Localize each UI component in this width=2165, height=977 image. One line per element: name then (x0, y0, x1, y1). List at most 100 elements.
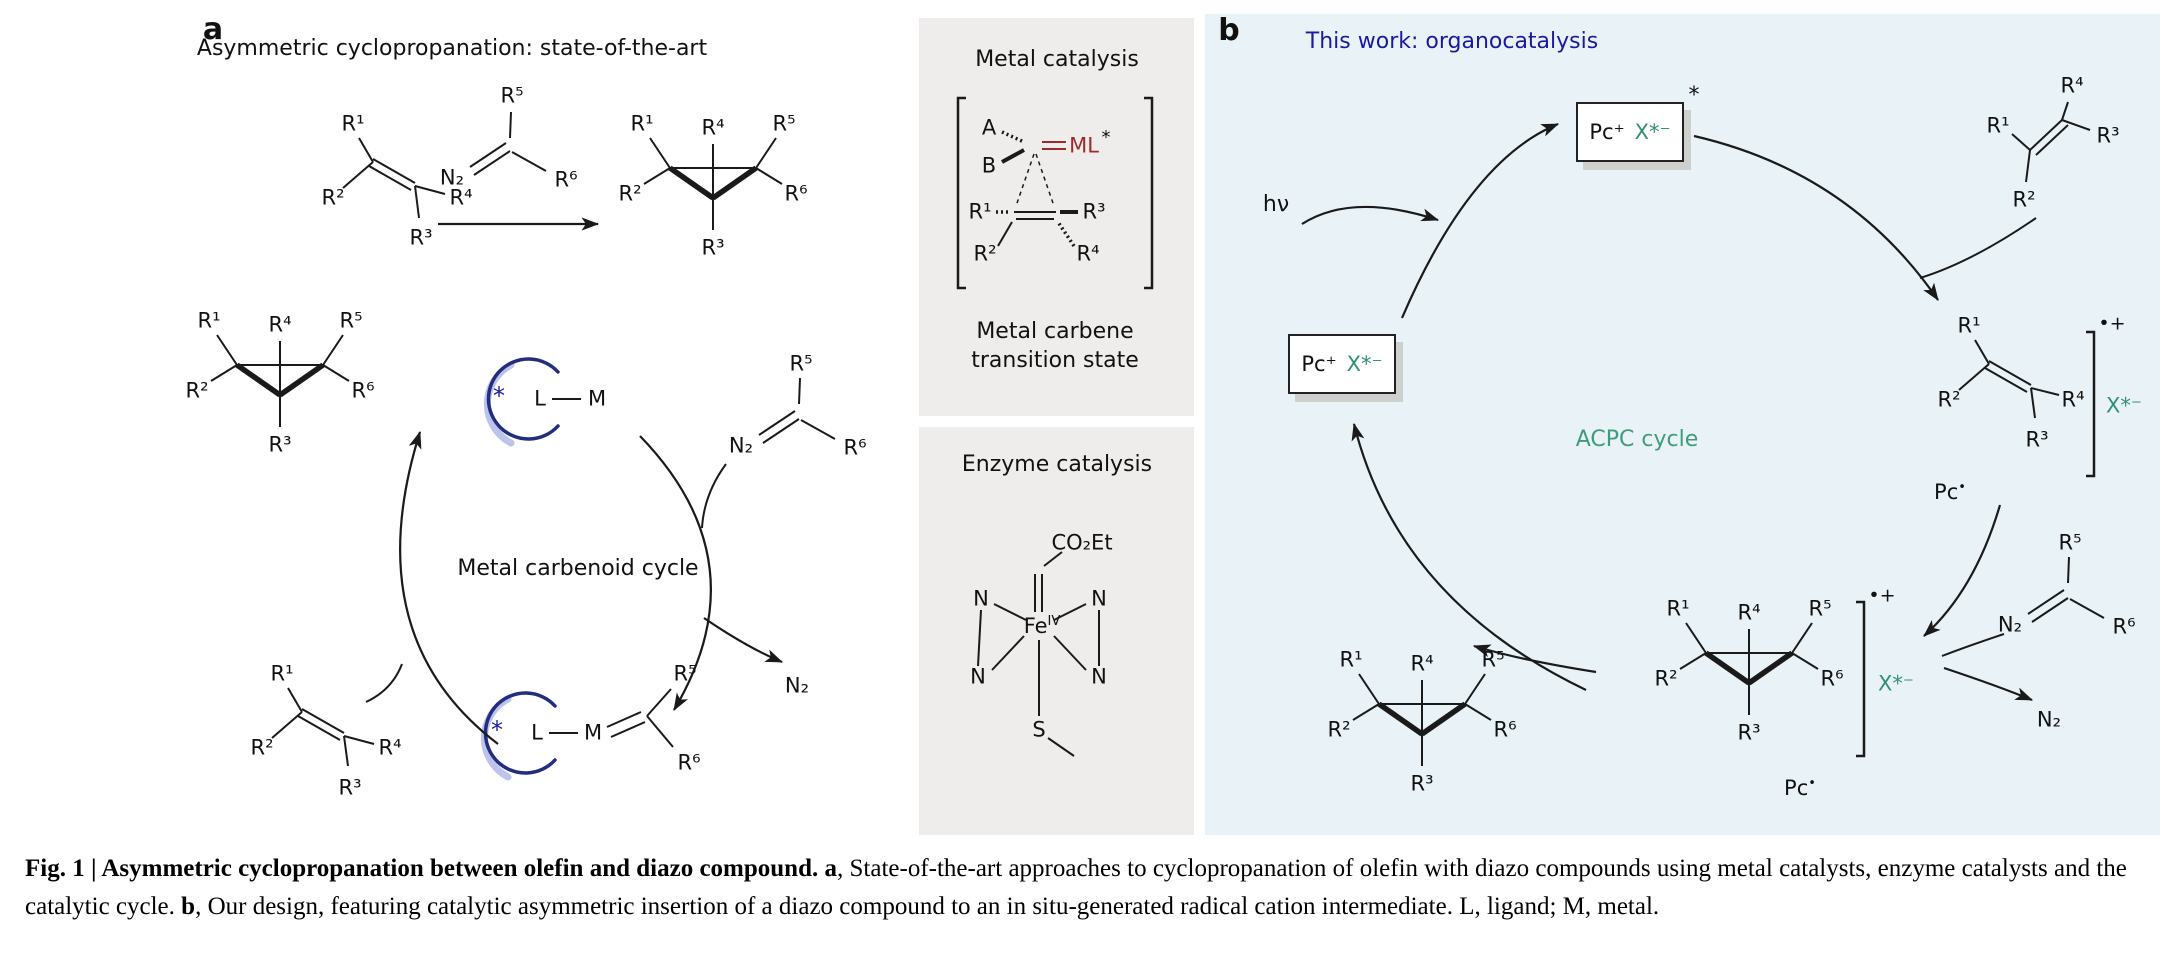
cyclopropane-radical-cation-bonds (1679, 600, 1866, 758)
r3-label: R³ (1737, 720, 1761, 745)
sulfur-label: S (1032, 717, 1046, 742)
acpc-cycle-title: ACPC cycle (1575, 427, 1699, 452)
r1-label: R¹ (341, 111, 365, 136)
carbene-lm-arc (480, 688, 674, 781)
r4-label: R⁴ (1076, 241, 1100, 266)
r2-label: R² (1327, 717, 1351, 742)
x-star-label: X*⁻ (1878, 671, 1914, 696)
n2-label: N₂ (728, 433, 754, 458)
catalyst-lm-arc (483, 357, 581, 447)
r5-label: R⁵ (1481, 647, 1505, 672)
r4-label: R⁴ (1737, 600, 1761, 625)
substituent-b-label: B (981, 153, 997, 178)
pc-text: Pc (1784, 776, 1809, 800)
diazo-b-bonds (2027, 556, 2105, 623)
r6-label: R⁶ (843, 435, 867, 460)
r2-label: R² (1654, 666, 1678, 691)
r3-label: R³ (2096, 123, 2120, 148)
x-star-label: X*⁻ (1346, 352, 1383, 376)
olefin-cycle-bonds (271, 687, 375, 767)
r2-label: R² (973, 241, 997, 266)
x-star-label: X*⁻ (1634, 120, 1671, 144)
hv-label: hν (1262, 192, 1290, 217)
radical-dot: • (1808, 776, 1816, 791)
n2-released-label: N₂ (2036, 707, 2062, 732)
figure-caption: Fig. 1 | Asymmetric cyclopropanation bet… (25, 850, 2143, 926)
cyclopropane-b-product-bonds (1352, 673, 1492, 766)
panel-b-title: This work: organocatalysis (1305, 29, 1599, 54)
r3-label: R³ (409, 225, 433, 250)
r3-label: R³ (338, 775, 362, 800)
metal-cycle-arrows (365, 430, 784, 745)
metal-cycle-title: Metal carbenoid cycle (457, 556, 699, 581)
fe-iv-label: FeIV (1024, 615, 1061, 637)
r2-label: R² (1937, 387, 1961, 412)
n2-label: N₂ (1997, 612, 2023, 637)
radical-cation-charge: •+ (1868, 584, 1896, 607)
acpc-cycle-arrows (1301, 122, 2037, 702)
r5-label: R⁵ (789, 351, 813, 376)
r1-label: R¹ (630, 111, 654, 136)
r6-label: R⁶ (351, 378, 375, 403)
r3-label: R³ (1082, 199, 1106, 224)
r3-label: R³ (1410, 771, 1434, 796)
ground-photocatalyst-box: Pc⁺ X*⁻ (1288, 334, 1396, 394)
r1-label: R¹ (1986, 113, 2010, 138)
enzyme-structure (977, 551, 1100, 757)
caption-panel-a-ref: a (824, 855, 838, 882)
r4-label: R⁴ (268, 312, 292, 337)
r4-label: R⁴ (378, 735, 402, 760)
r6-label: R⁶ (2112, 614, 2136, 639)
caption-title: Fig. 1 | Asymmetric cyclopropanation bet… (25, 855, 825, 882)
r4-label: R⁴ (701, 115, 725, 140)
transition-state-structure (956, 96, 1154, 290)
pc-text: Pc (1934, 480, 1959, 504)
r2-label: R² (2012, 187, 2036, 212)
r1-label: R¹ (197, 308, 221, 333)
r5-label: R⁵ (772, 111, 796, 136)
panel-a-label: a (202, 12, 224, 47)
r4-label: R⁴ (1410, 651, 1434, 676)
r3-label: R³ (701, 235, 725, 260)
r1-label: R¹ (968, 199, 992, 224)
radical-dot: • (1958, 480, 1966, 495)
pc-plus-label: Pc⁺ (1589, 120, 1625, 144)
enzyme-catalysis-box (919, 427, 1194, 835)
r1-label: R¹ (1957, 313, 1981, 338)
olefin-a1-bonds (342, 137, 446, 219)
enzyme-catalysis-title: Enzyme catalysis (961, 452, 1153, 477)
r3-label: R³ (2025, 427, 2049, 452)
pc-radical-label: Pc• (1934, 481, 1966, 503)
pc-plus-label: Pc⁺ (1301, 352, 1337, 376)
nitrogen-label: N (1091, 586, 1107, 611)
r6-label: R⁶ (784, 181, 808, 206)
panel-a-title: Asymmetric cyclopropanation: state-of-th… (196, 36, 708, 61)
ml-star-label: * (1101, 127, 1111, 148)
r6-label: R⁶ (1820, 666, 1844, 691)
ml-label: ML (1069, 133, 1099, 158)
metal-label: M (583, 720, 603, 745)
r4-label: R⁴ (449, 185, 473, 210)
caption-panel-a-text: , State-of-the-art approaches to cyclopr… (25, 855, 2127, 920)
nitrogen-label: N (970, 664, 986, 689)
substituent-a-label: A (981, 115, 997, 140)
ts-caption-line2: transition state (971, 348, 1139, 373)
metal-catalysis-box (919, 18, 1194, 416)
metal-catalysis-title: Metal catalysis (975, 47, 1139, 72)
n2-released-label: N₂ (784, 673, 810, 698)
r2-label: R² (618, 181, 642, 206)
nitrogen-label: N (973, 586, 989, 611)
r5-label: R⁵ (500, 83, 524, 108)
r6-label: R⁶ (1493, 717, 1517, 742)
radical-cation-charge: •+ (2098, 312, 2126, 335)
r4-label: R⁴ (2061, 387, 2085, 412)
excited-state-star: * (1688, 83, 1700, 108)
r6-label: R⁶ (677, 750, 701, 775)
ts-caption-line1: Metal carbene (976, 319, 1134, 344)
chiral-star-label: * (493, 382, 505, 410)
r6-label: R⁶ (554, 167, 578, 192)
r3-label: R³ (268, 432, 292, 457)
r1-label: R¹ (1666, 596, 1690, 621)
x-star-label: X*⁻ (2106, 393, 2142, 418)
